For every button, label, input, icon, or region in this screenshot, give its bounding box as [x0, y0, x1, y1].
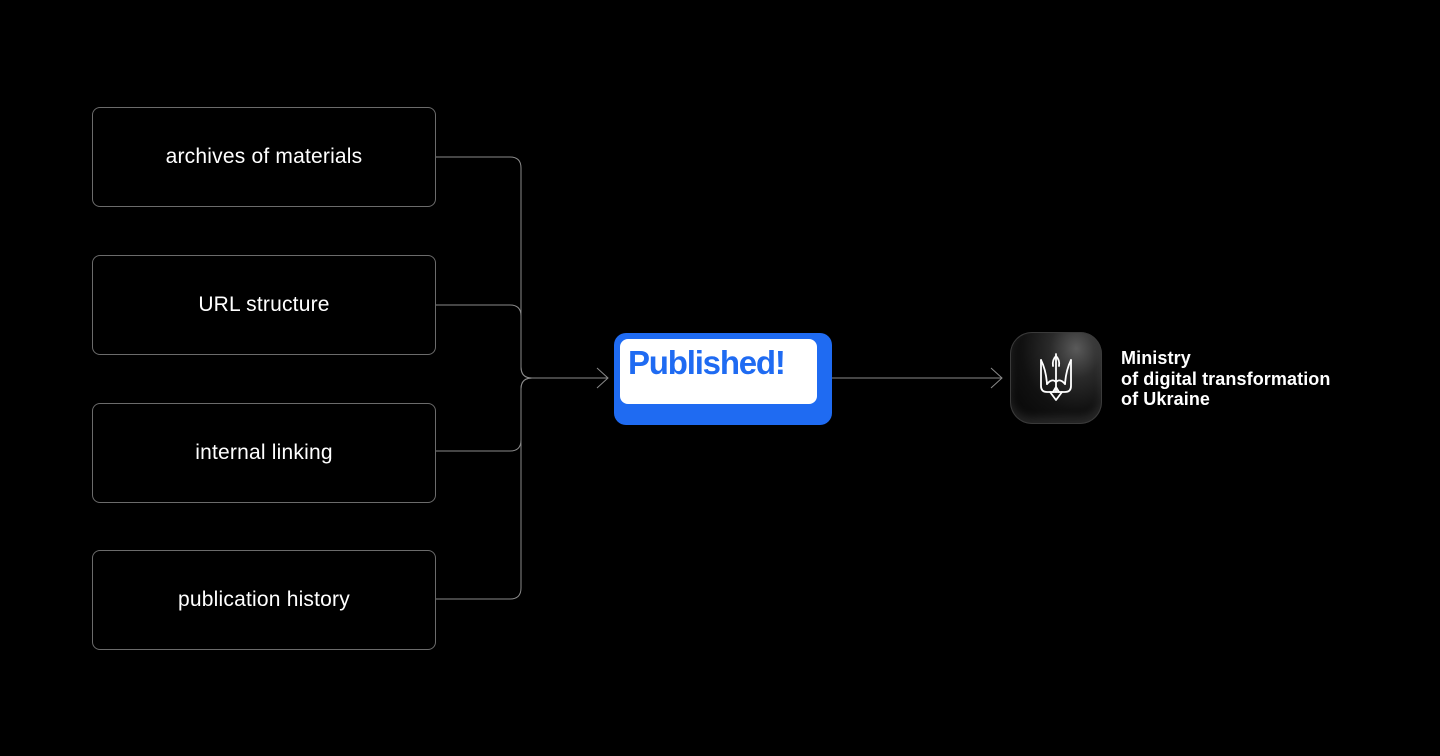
- ministry-name-line-1: Ministry: [1121, 348, 1191, 368]
- input-box-internal-linking: internal linking: [92, 403, 436, 503]
- published-label: Published!: [628, 344, 786, 381]
- input-label-publication-history: publication history: [178, 588, 350, 611]
- published-badge: Published!: [614, 333, 832, 425]
- ministry-name-line-3: of Ukraine: [1121, 389, 1211, 409]
- connector-history: [436, 377, 533, 600]
- input-label-internal-linking: internal linking: [195, 441, 333, 464]
- input-label-archives: archives of materials: [165, 145, 363, 168]
- ministry-name: Ministry of digital transformation of Uk…: [1121, 348, 1331, 410]
- input-box-url-structure: URL structure: [92, 255, 436, 355]
- published-badge-inner: Published!: [620, 339, 817, 404]
- connector-linking: [436, 377, 533, 452]
- input-box-publication-history: publication history: [92, 550, 436, 650]
- input-label-url-structure: URL structure: [198, 293, 330, 316]
- ministry-logo: [1010, 332, 1102, 424]
- connector-url: [436, 304, 533, 379]
- connector-archives: [436, 156, 608, 379]
- trident-emblem-icon: [1040, 353, 1072, 401]
- arrow-head-published: [596, 367, 609, 389]
- arrow-head-ministry: [990, 367, 1003, 389]
- input-box-archives: archives of materials: [92, 107, 436, 207]
- ministry-name-line-2: of digital transformation: [1121, 368, 1331, 389]
